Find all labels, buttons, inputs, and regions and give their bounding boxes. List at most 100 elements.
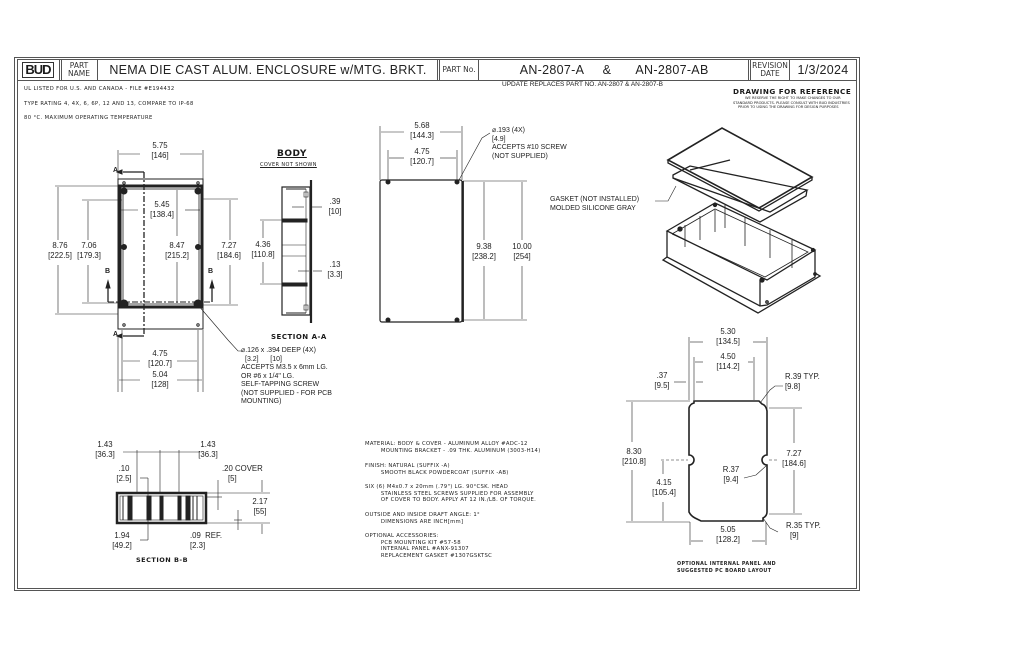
dim-cover-hole-height: 9.38[238.2]: [468, 242, 500, 261]
dim-value-mm: [36.3]: [95, 449, 115, 459]
dim-value: .20 COVER: [222, 464, 263, 473]
drawing-frame-outer: [14, 57, 860, 591]
dim-value-mm: [2.3]: [190, 540, 206, 550]
dim-value-mm: [184.6]: [217, 250, 241, 260]
dim-panel-half-height: 4.15[105.4]: [648, 478, 680, 497]
gasket-callout: GASKET (NOT INSTALLED) MOLDED SILICONE G…: [550, 196, 639, 213]
callout-line: ⌀.193 (4X): [492, 127, 526, 134]
pcb-hole-callout: ⌀.126 x .394 DEEP (4X) [3.2] [10] ACCEPT…: [241, 347, 332, 407]
panel-caption-1: OPTIONAL INTERNAL PANEL AND: [677, 562, 776, 567]
dim-value-mm: [9.4]: [723, 474, 739, 484]
dim-value: 8.30: [626, 447, 642, 456]
dim-value-mm: [110.8]: [251, 249, 275, 259]
spec-screws: SIX (6) M4x0.7 x 20mm (.79") LG. 90°CSK.…: [365, 484, 537, 504]
dim-value-mm: [5]: [228, 473, 237, 483]
callout-line: SELF-TAPPING SCREW: [241, 381, 320, 388]
dim-panel-height: 8.30[210.8]: [618, 447, 650, 466]
dim-value-mm: [128]: [151, 379, 169, 389]
part-no-separator: &: [602, 62, 612, 77]
logo-cell: BUD: [19, 59, 57, 80]
dim-value-mm: [10]: [328, 206, 342, 216]
dim-value: 7.27: [221, 241, 237, 250]
dim-value: 8.47: [169, 241, 185, 250]
dim-value: 4.36: [255, 240, 271, 249]
divider: [437, 59, 440, 80]
dim-value-mm: [138.4]: [150, 209, 174, 219]
revision-label: REVISION DATE: [752, 61, 788, 78]
dim-value-mm: [222.5]: [48, 250, 72, 260]
dim-value-mm: [146]: [151, 150, 169, 160]
part-no-label: PART No.: [442, 64, 476, 74]
dim-value-mm: [9.8]: [785, 381, 801, 391]
part-no-b: AN-2807-AB: [635, 62, 709, 77]
part-no-a: AN-2807-A: [519, 62, 585, 77]
section-marker-a-bottom: A: [113, 331, 119, 338]
dim-section-bb-ref: .09 REF.[2.3]: [190, 531, 236, 550]
dim-panel-notch: .37[9.5]: [650, 371, 674, 390]
part-name-label: PART NAME: [68, 61, 90, 78]
dim-value-mm: [105.4]: [652, 487, 676, 497]
dim-value: 4.50: [720, 352, 736, 361]
dim-value: 5.45: [154, 200, 170, 209]
dim-value-mm: [120.7]: [410, 156, 434, 166]
divider: [59, 59, 62, 80]
section-bb-title: SECTION B-B: [136, 556, 189, 564]
dim-value-mm: [128.2]: [716, 534, 740, 544]
dim-panel-bottom-width: 5.05[128.2]: [706, 525, 750, 544]
dim-value-mm: [120.7]: [148, 358, 172, 368]
reference-title: DRAWING FOR REFERENCE: [733, 87, 852, 96]
callout-line: OR #6 x 1/4" LG.: [241, 372, 295, 380]
dim-value-mm: [55]: [253, 506, 267, 516]
dim-section-bb-total: 2.17[55]: [248, 497, 272, 516]
dim-cover-height: 10.00[254]: [506, 242, 538, 261]
dim-value-mm: [254]: [513, 251, 531, 261]
dim-section-bb-right: 1.43[36.3]: [196, 440, 220, 459]
section-marker-a-top: A: [113, 167, 119, 174]
spec-material: MATERIAL: BODY & COVER - ALUMINUM ALLOY …: [365, 441, 541, 454]
section-aa-title: SECTION A-A: [271, 333, 327, 341]
dim-value: 5.30: [720, 327, 736, 336]
reference-line-2: STANDARD PRODUCTS. PLEASE CONSULT WITH B…: [733, 100, 850, 105]
dim-value: 4.75: [152, 349, 168, 358]
dim-cover-hole-width: 4.75[120.7]: [402, 147, 442, 166]
bud-logo: BUD: [22, 61, 54, 78]
reference-line-3: PRIOR TO USING THE DRAWING FOR DESIGN PU…: [738, 105, 839, 109]
dim-section-aa-height: 4.36[110.8]: [247, 240, 279, 259]
divider: [748, 59, 751, 80]
dim-panel-bottom-radius: R.35 TYP.[9]: [786, 521, 836, 540]
dim-value: 7.06: [81, 241, 97, 250]
dim-value-mm: [9.5]: [654, 380, 670, 390]
dim-value: 5.68: [414, 121, 430, 130]
revision-date: 1/3/2024: [797, 62, 849, 77]
dim-value-mm: [114.2]: [716, 361, 740, 371]
title-block: BUD PART NAME NEMA DIE CAST ALUM. ENCLOS…: [17, 59, 857, 81]
note-temperature: 80 °C. MAXIMUM OPERATING TEMPERATURE: [24, 115, 153, 121]
dim-value-mm: [144.3]: [410, 130, 434, 140]
dim-body-mid-height: 7.06[179.3]: [74, 241, 104, 260]
note-update: UPDATE REPLACES PART NO. AN-2807 & AN-28…: [502, 81, 663, 88]
section-marker-b-right: B: [208, 268, 214, 275]
dim-value: .10: [118, 464, 130, 473]
dim-value: 5.05: [720, 525, 736, 534]
dim-value: .13: [329, 260, 341, 269]
callout-line: ACCEPTS #10 SCREW: [492, 144, 567, 151]
dim-body-bottom-inner: 4.75[120.7]: [140, 349, 180, 368]
dim-value: 1.43: [200, 440, 216, 449]
dim-value: 1.94: [114, 531, 130, 540]
dim-panel-width: 5.30[134.5]: [706, 327, 750, 346]
dim-value: 5.04: [152, 370, 168, 379]
dim-value: 2.17: [252, 497, 268, 506]
dim-body-hole-height: 7.27[184.6]: [212, 241, 246, 260]
dim-value-mm: [184.6]: [782, 458, 806, 468]
section-marker-b-left: B: [105, 268, 111, 275]
callout-line: ACCEPTS M3.5 x 6mm LG.: [241, 364, 328, 371]
divider: [789, 59, 790, 80]
dim-value: R.39 TYP.: [785, 372, 820, 381]
divider: [478, 59, 479, 80]
note-ul-listing: UL LISTED FOR U.S. AND CANADA - FILE #E1…: [24, 86, 175, 92]
dim-section-bb-lip: .10[2.5]: [113, 464, 135, 483]
body-title: BODY: [277, 149, 307, 159]
